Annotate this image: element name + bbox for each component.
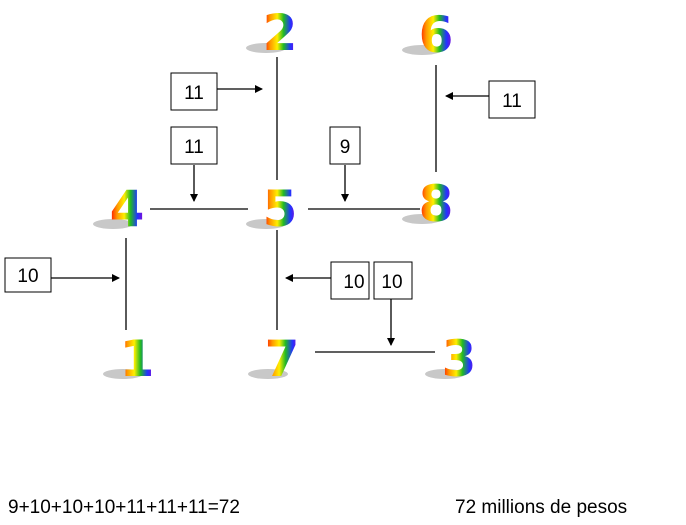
node-label: 2 — [263, 4, 298, 62]
node-label: 6 — [419, 6, 454, 64]
node-6: 6 — [402, 6, 453, 64]
weight-labels: 11 11 9 11 10 10 10 — [17, 83, 521, 293]
node-1: 1 — [103, 330, 154, 388]
node-3: 3 — [425, 330, 476, 388]
node-4: 4 — [93, 180, 144, 238]
node-shadow — [402, 214, 442, 224]
sum-equation: 9+10+10+10+11+11+11=72 — [8, 497, 240, 518]
weight-box-4-1 — [4, 257, 52, 293]
nodes: 2 6 4 5 8 1 7 3 — [93, 4, 476, 388]
weight-5-8: 9 — [340, 137, 351, 158]
weight-4-1: 10 — [17, 266, 38, 287]
weight-5-7: 10 — [343, 272, 364, 293]
node-shadow — [246, 219, 286, 229]
result-text: 72 millions de pesos — [455, 497, 628, 518]
weight-4-5: 11 — [184, 137, 204, 158]
weight-box-2-5 — [170, 72, 218, 111]
weight-6-8: 11 — [502, 91, 522, 112]
node-label: 7 — [265, 330, 300, 388]
node-shadow — [402, 45, 442, 55]
node-label: 8 — [419, 175, 454, 233]
node-label: 1 — [120, 330, 155, 388]
node-2: 2 — [246, 4, 297, 62]
node-label: 5 — [263, 180, 298, 238]
arrows — [51, 85, 489, 346]
node-shadow — [93, 219, 133, 229]
node-shadow — [425, 369, 465, 379]
node-label: 4 — [110, 180, 145, 238]
node-5: 5 — [246, 180, 297, 238]
weight-box-6-8 — [488, 80, 536, 119]
node-shadow — [103, 369, 143, 379]
edges — [125, 57, 437, 353]
node-7: 7 — [248, 330, 299, 388]
node-label: 3 — [442, 330, 477, 388]
weight-box-7-3 — [373, 261, 413, 300]
node-shadow — [248, 369, 288, 379]
weight-7-3: 10 — [381, 272, 402, 293]
weight-box-4-5 — [170, 126, 218, 165]
node-shadow — [246, 43, 286, 53]
weight-box-5-7 — [330, 261, 370, 300]
weight-2-5: 11 — [184, 83, 204, 104]
weight-boxes — [4, 72, 536, 300]
weight-box-5-8 — [329, 126, 361, 165]
node-8: 8 — [402, 175, 453, 233]
